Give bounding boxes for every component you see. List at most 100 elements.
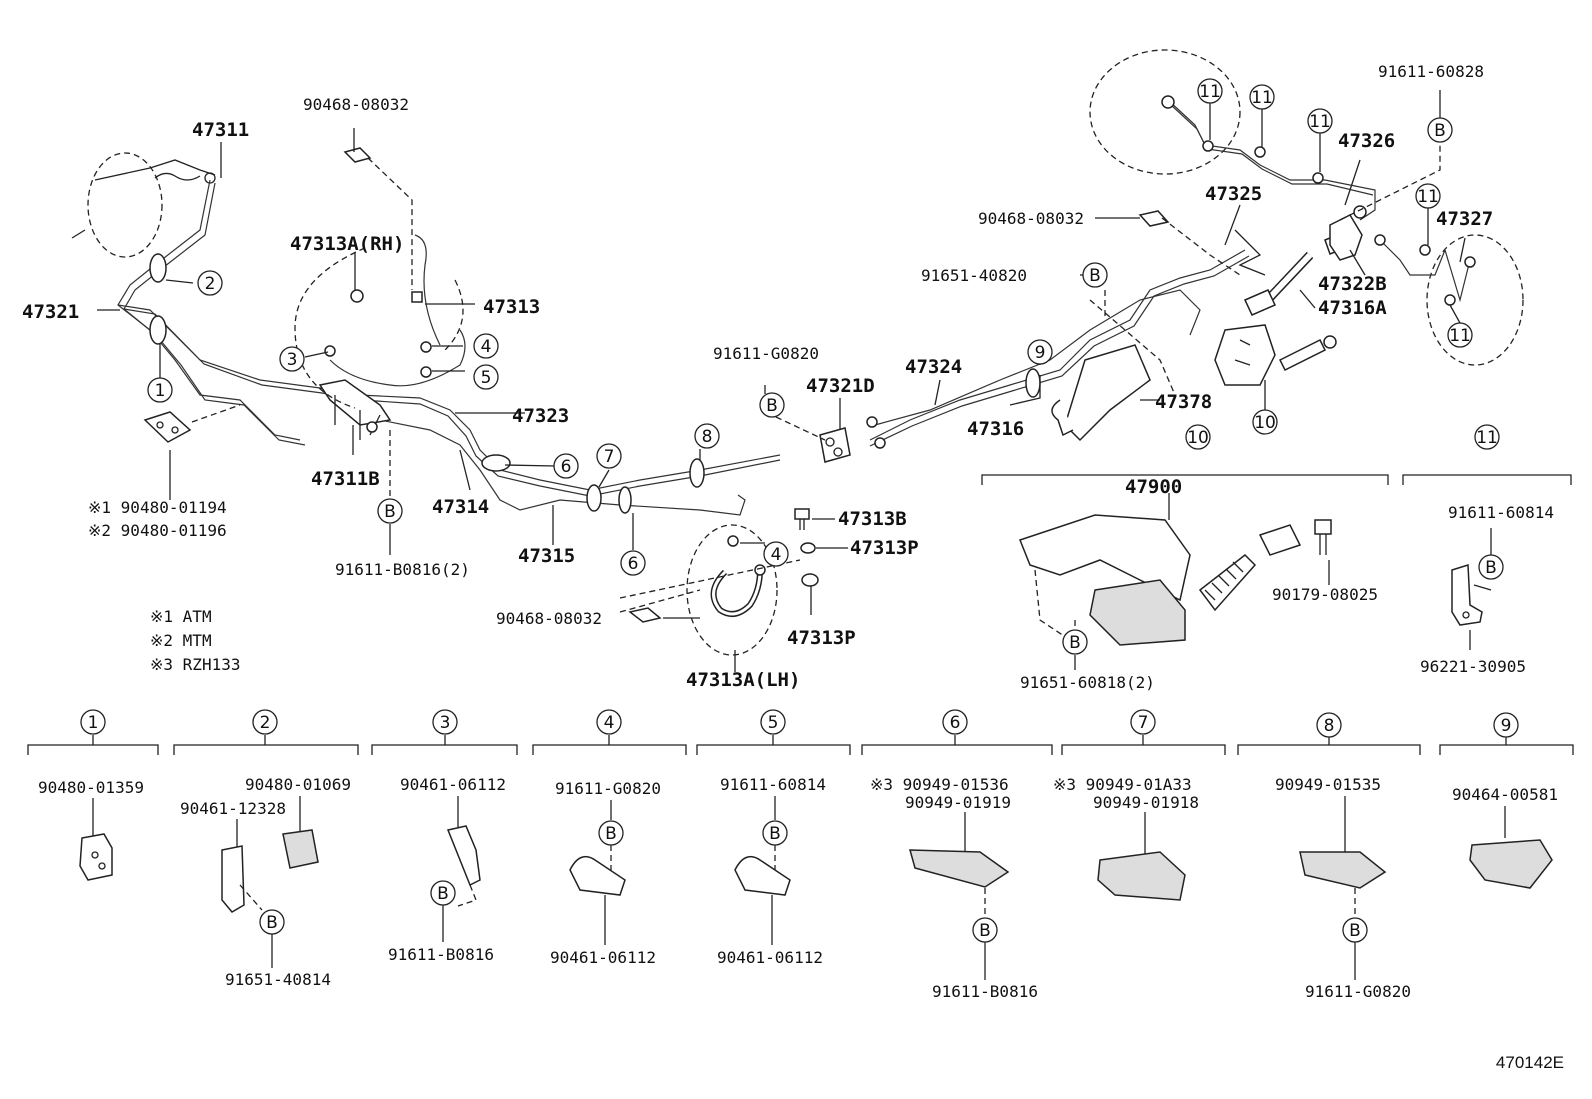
valve-assembly-47900 (1019, 514, 1332, 646)
callout-11-e: 11 (1449, 326, 1471, 346)
callout-11-d: 11 (1417, 187, 1439, 207)
detail-4-part-1: 90461-06112 (550, 948, 656, 967)
label-91651-40820: 91651-40820 (921, 266, 1027, 285)
callout-7: 7 (604, 447, 615, 467)
clip-90468-a (343, 147, 413, 290)
detail-6-part-1: 90949-01919 (905, 793, 1011, 812)
detail-callout-5: 5 (768, 713, 779, 733)
bracket-47378 (1051, 299, 1176, 442)
callout-10-a: 10 (1254, 413, 1276, 433)
label-47311b: 47311B (311, 468, 380, 490)
label-91651-60818-2: 91651-60818(2) (1020, 673, 1155, 692)
label-91611-60828: 91611-60828 (1378, 62, 1484, 81)
label-91611-60814-a: 91611-60814 (1448, 503, 1554, 522)
label-47378: 47378 (1155, 391, 1212, 413)
detail-8-part-0: 90949-01535 (1275, 775, 1381, 794)
grommet-90480 (143, 411, 192, 443)
detail-callout-3: 3 (440, 713, 451, 733)
callout-3: 3 (287, 350, 298, 370)
label-47900: 47900 (1125, 476, 1182, 498)
hose-47313a-lh (619, 524, 801, 656)
clamp-1 (149, 315, 167, 345)
label-47313b: 47313B (838, 508, 907, 530)
hose-47313a-rh (294, 247, 464, 409)
leader-grommet (191, 404, 241, 423)
callout-11-b: 11 (1251, 88, 1273, 108)
clamp-2 (149, 253, 167, 283)
detail-6-b: B (979, 921, 991, 941)
bolt-47313b (794, 508, 810, 530)
label-47316: 47316 (967, 418, 1024, 440)
union-47321d (819, 249, 1250, 463)
detail-4-part-0: 91611-G0820 (555, 779, 661, 798)
group-brace-11 (1402, 474, 1572, 485)
detail-5-b: B (769, 824, 781, 844)
callout-1: 1 (155, 381, 166, 401)
callout-b-d: B (1434, 121, 1446, 141)
label-91611-b0816-2: 91611-B0816(2) (335, 560, 470, 579)
detail-9-part-0: 90464-00581 (1452, 785, 1558, 804)
detail-3-part-1: 91611-B0816 (388, 945, 494, 964)
clamp-8 (689, 458, 705, 488)
detail-2-part-1: 90461-12328 (180, 799, 286, 818)
leader-lines (97, 90, 1492, 672)
callout-b-f: B (1485, 558, 1497, 578)
label-47313p-b: 47313P (787, 627, 856, 649)
detail-6-part-0: ※3 90949-01536 (870, 775, 1009, 794)
detail-8-b: B (1349, 921, 1361, 941)
label-47313a-lh: 47313A(LH) (686, 669, 800, 691)
callout-4-b: 4 (771, 545, 782, 565)
detail-callout-6: 6 (950, 713, 961, 733)
callout-5: 5 (481, 368, 492, 388)
note-1: ※1 90480-01194 (88, 498, 227, 517)
group-brace-10 (981, 474, 1389, 485)
master-cylinder-illustration (71, 152, 216, 258)
washer-47313p-a (800, 542, 816, 554)
clip-90468-c (1138, 210, 1170, 227)
label-47313a-rh: 47313A(RH) (290, 233, 404, 255)
detail-callout-9: 9 (1501, 716, 1512, 736)
detail-callout-8: 8 (1324, 716, 1335, 736)
label-47321d: 47321D (806, 375, 875, 397)
callout-2: 2 (205, 274, 216, 294)
detail-row: 1 2 3 4 5 6 7 8 9 90480-01359 90480-0106… (27, 709, 1574, 1001)
label-47313: 47313 (483, 296, 540, 318)
detail-5-part-1: 90461-06112 (717, 948, 823, 967)
detail-callout-7: 7 (1138, 713, 1149, 733)
clamp-9 (1025, 368, 1041, 398)
callout-6-a: 6 (561, 457, 572, 477)
legend-2: ※2 MTM (150, 631, 212, 650)
clamp-6-a (481, 454, 511, 472)
label-47321: 47321 (22, 301, 79, 323)
legend-1: ※1 ATM (150, 607, 212, 626)
callout-8: 8 (702, 427, 713, 447)
detail-7-part-1: 90949-01918 (1093, 793, 1199, 812)
label-47313p-a: 47313P (850, 537, 919, 559)
detail-6-part-2: 91611-B0816 (932, 982, 1038, 1001)
rear-pipes-47326 (1089, 49, 1524, 366)
label-47314: 47314 (432, 496, 489, 518)
detail-1-part-0: 90480-01359 (38, 778, 144, 797)
note-2: ※2 90480-01196 (88, 521, 227, 540)
detail-2-part-2: 91651-40814 (225, 970, 331, 989)
detail-7-part-0: ※3 90949-01A33 (1053, 775, 1192, 794)
bracket-47325 (1234, 229, 1266, 276)
callout-10-b: 10 (1187, 428, 1209, 448)
detail-8-part-1: 91611-G0820 (1305, 982, 1411, 1001)
callout-9: 9 (1035, 343, 1046, 363)
detail-3-b: B (437, 884, 449, 904)
callout-6-b: 6 (628, 554, 639, 574)
label-47323: 47323 (512, 405, 569, 427)
front-brake-pipes (117, 179, 781, 516)
load-sensing-valve (1214, 324, 1337, 386)
detail-callout-4: 4 (604, 713, 615, 733)
leader-clip-c (1161, 217, 1241, 276)
label-90468-b: 90468-08032 (496, 609, 602, 628)
label-47326: 47326 (1338, 130, 1395, 152)
label-47311: 47311 (192, 119, 249, 141)
callouts-main: 2 1 3 4 5 B 6 7 6 8 4 B 9 B 11 11 11 B 1… (147, 78, 1504, 655)
callout-4-a: 4 (481, 337, 492, 357)
callout-b-b: B (766, 396, 778, 416)
clamp-6-b (618, 486, 632, 514)
